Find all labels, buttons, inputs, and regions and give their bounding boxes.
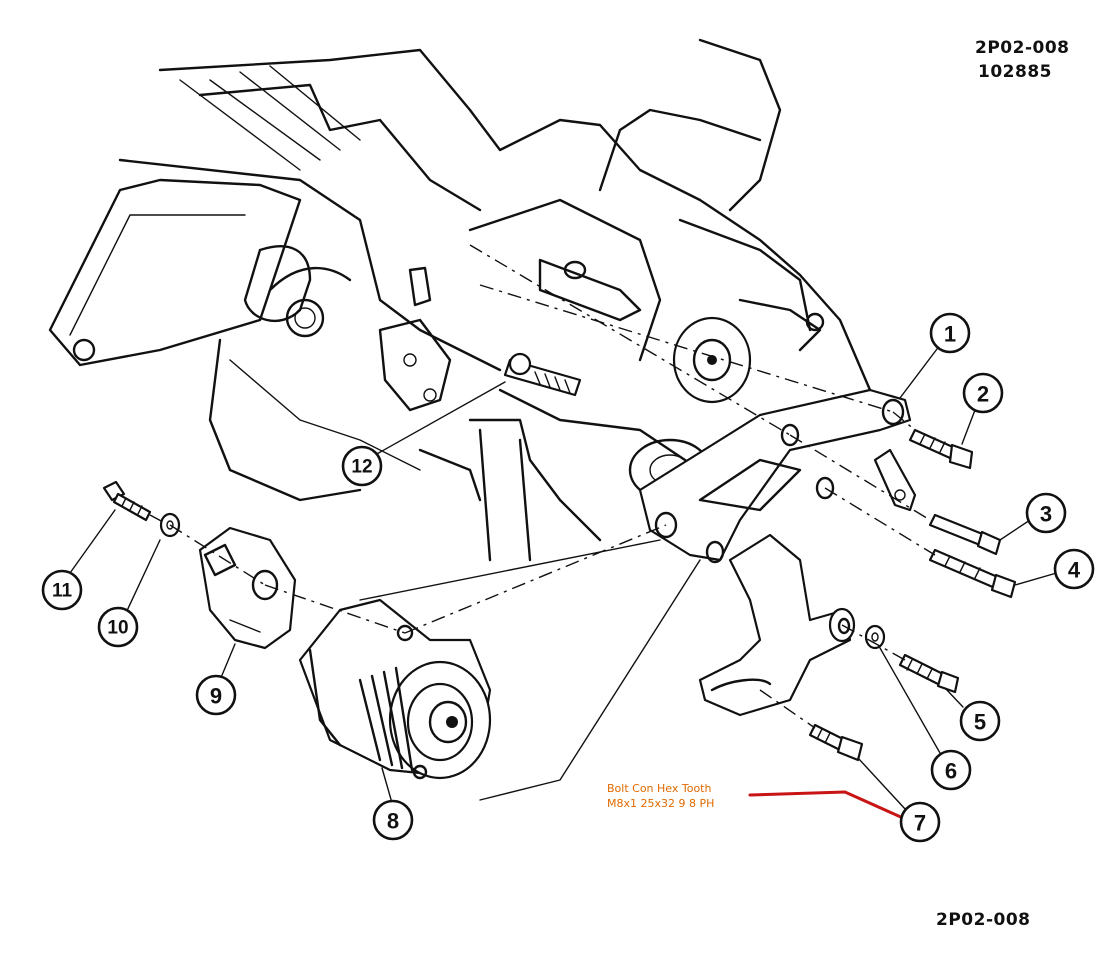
callout-11: 11 <box>41 569 83 611</box>
bolt-7 <box>808 723 864 762</box>
callout-12: 12 <box>341 445 383 487</box>
callout-5: 5 <box>959 700 1001 742</box>
header-code: 2P02-008 <box>975 38 1070 58</box>
callout-6: 6 <box>930 749 972 791</box>
bolt-2 <box>908 428 974 470</box>
leader-lines <box>69 344 1061 811</box>
callout-10-label: 10 <box>107 618 128 639</box>
annotation-line-1: Bolt Con Hex Tooth <box>607 782 712 795</box>
rear-cover <box>198 526 297 650</box>
callout-4-label: 4 <box>1068 558 1081 583</box>
callout-5-label: 5 <box>974 710 986 735</box>
callout-9: 9 <box>195 674 237 716</box>
callout-8-label: 8 <box>387 809 399 834</box>
annotation-leader-line <box>748 790 905 820</box>
bolt-3 <box>928 513 1002 556</box>
callout-2: 2 <box>962 372 1004 414</box>
callout-2-label: 2 <box>977 382 989 407</box>
callout-4: 4 <box>1053 548 1095 590</box>
callout-3: 3 <box>1025 492 1067 534</box>
callout-3-label: 3 <box>1040 502 1052 527</box>
callout-6-label: 6 <box>945 759 957 784</box>
callout-7-label: 7 <box>914 811 926 836</box>
alternator <box>298 598 492 780</box>
header-number: 102885 <box>978 62 1052 82</box>
callout-9-label: 9 <box>210 684 222 709</box>
callout-7: 7 <box>899 801 941 843</box>
annotation-line-2: M8x1 25x32 9 8 PH <box>607 797 715 810</box>
stud-12 <box>503 352 582 397</box>
callout-10: 10 <box>97 606 139 648</box>
adjusting-bracket <box>698 533 856 717</box>
assembly-lines <box>149 244 936 801</box>
footer-code: 2P02-008 <box>936 910 1031 930</box>
callout-1: 1 <box>929 312 971 354</box>
washer-6 <box>864 624 886 650</box>
bolt-11 <box>102 480 152 522</box>
callout-8: 8 <box>372 799 414 841</box>
mounting-bracket <box>638 388 912 564</box>
engine-block <box>48 38 872 562</box>
part-annotation: Bolt Con Hex Tooth M8x1 25x32 9 8 PH <box>607 781 714 811</box>
callout-11-label: 11 <box>52 581 73 602</box>
callout-12-label: 12 <box>351 457 372 478</box>
brace <box>873 448 917 512</box>
callout-1-label: 1 <box>944 322 956 347</box>
bolt-4 <box>928 548 1017 599</box>
bolt-5 <box>898 653 960 694</box>
